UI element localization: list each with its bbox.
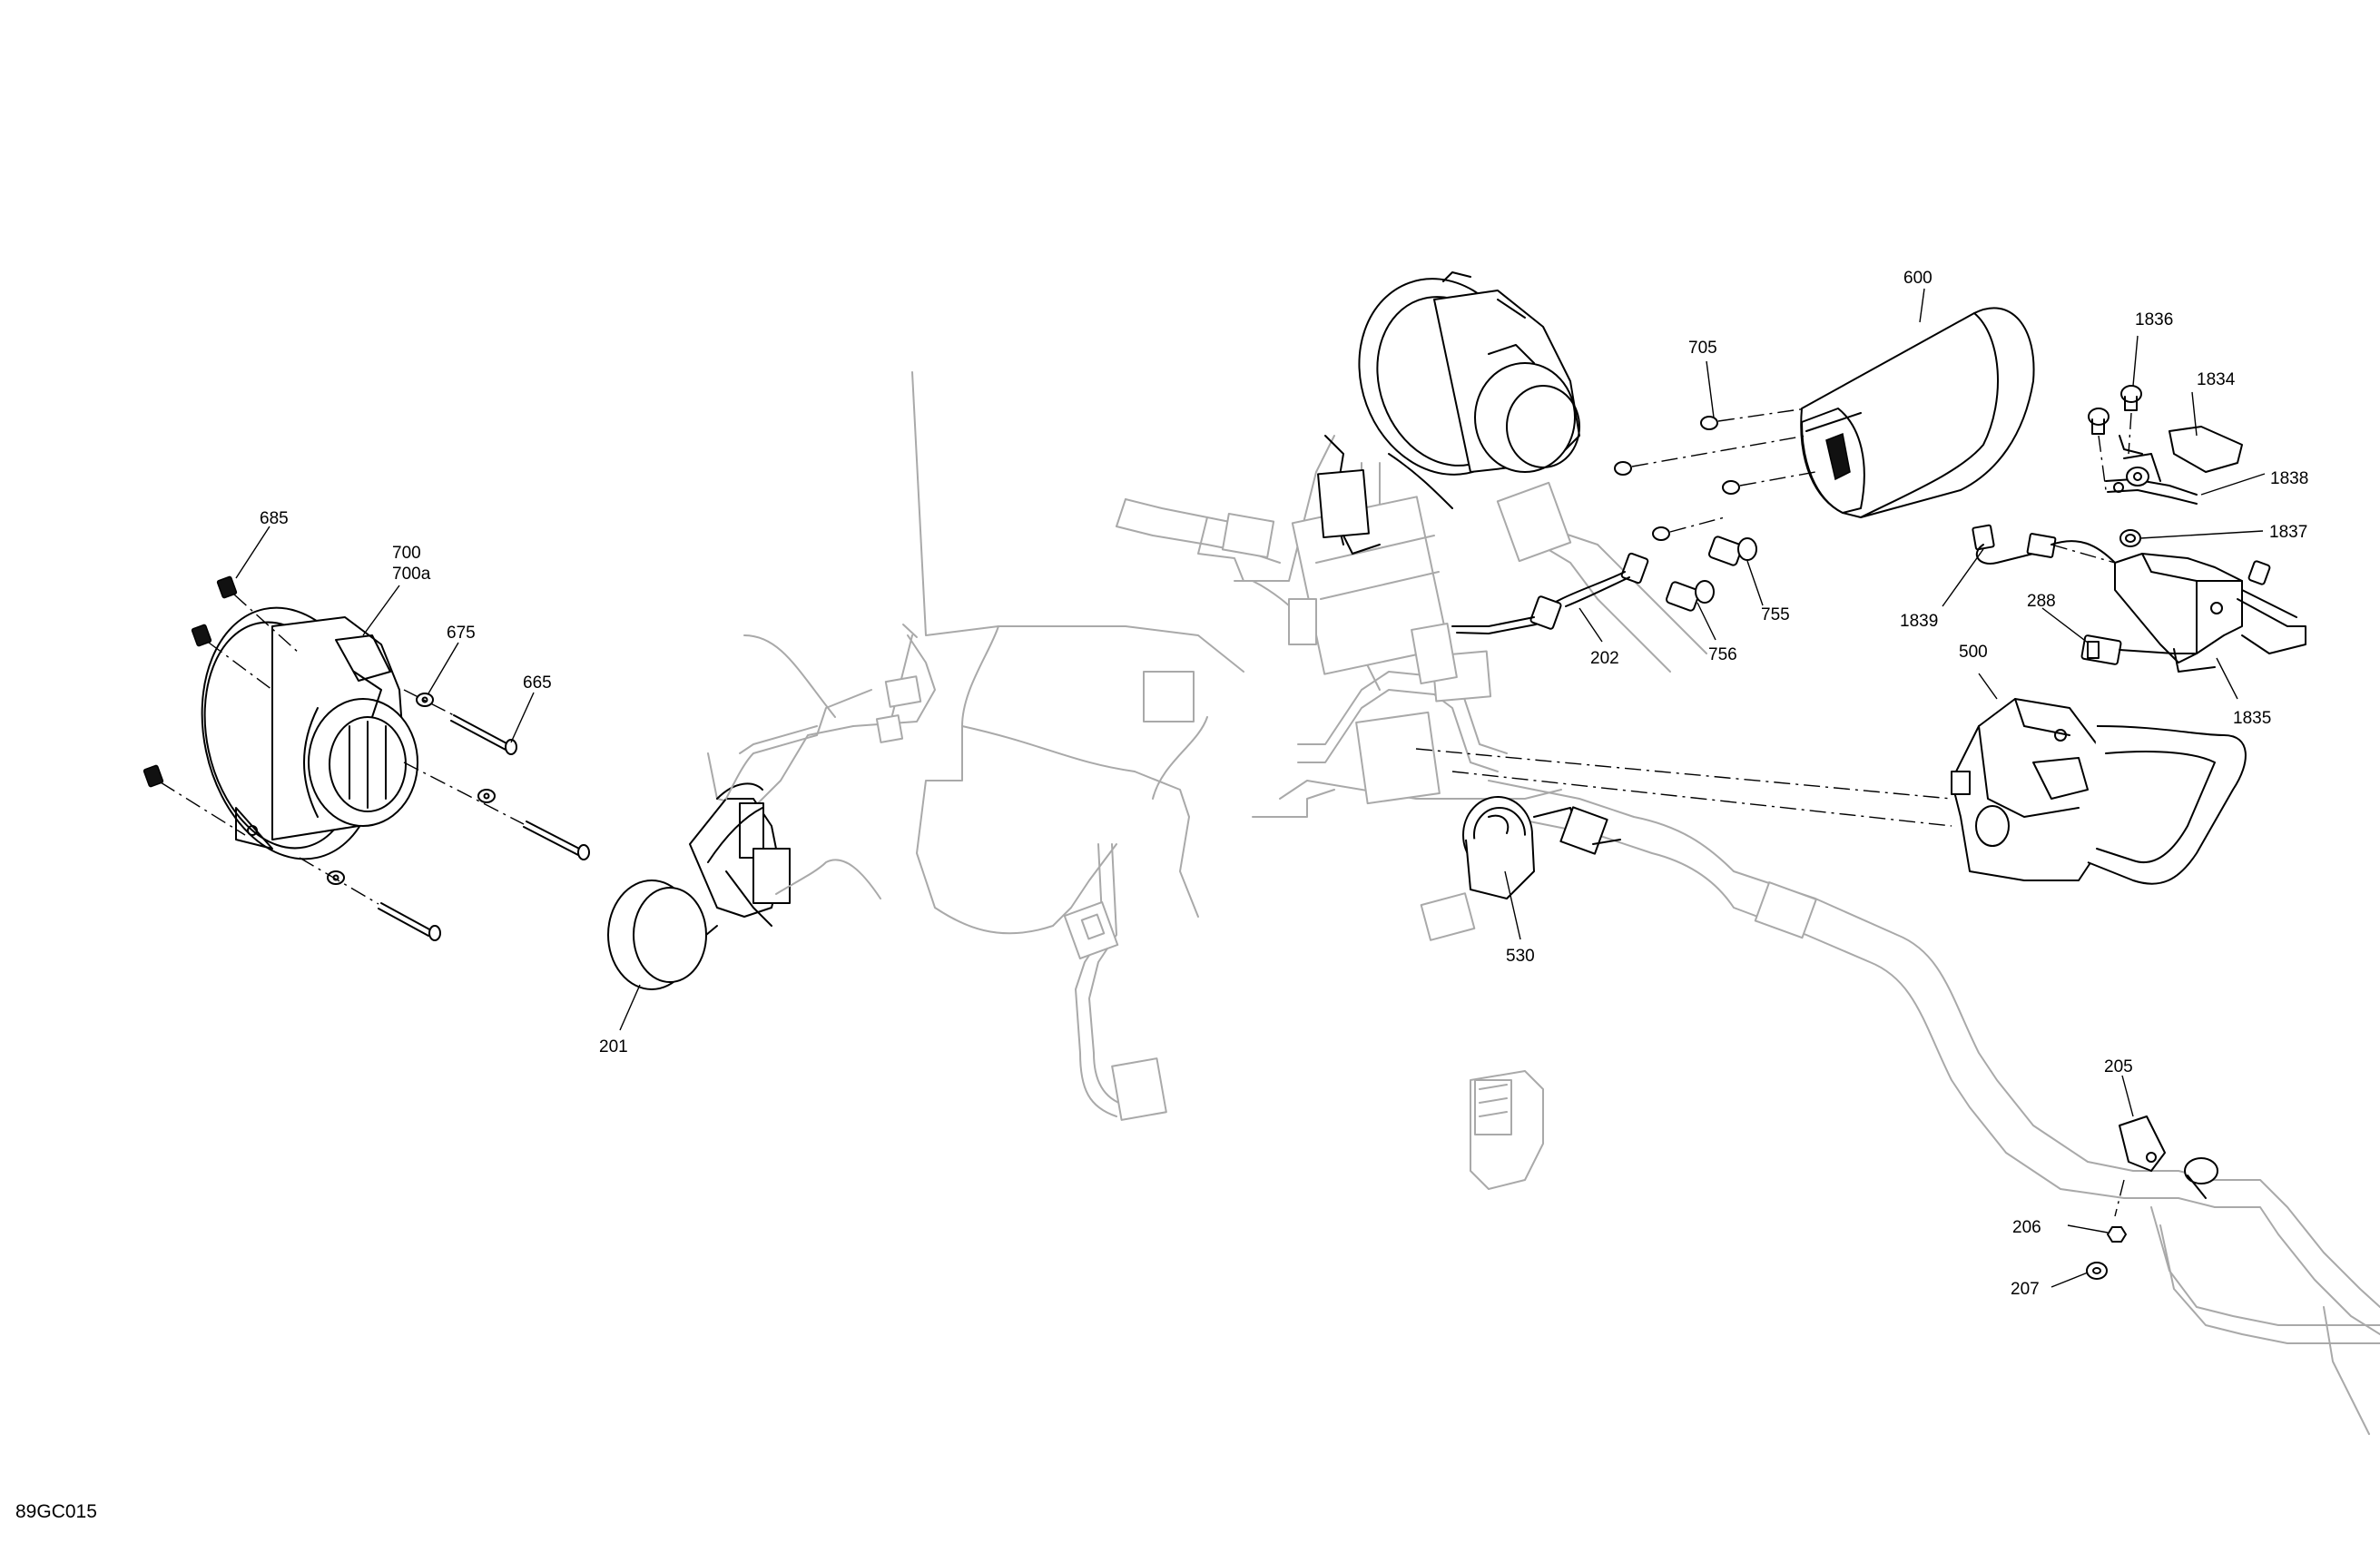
callout-206: 206 [2012,1218,2041,1237]
callout-1836: 1836 [2135,310,2173,329]
connector-288 [2080,634,2198,665]
callout-202: 202 [1590,649,1619,668]
callout-665: 665 [523,673,552,693]
callout-500: 500 [1959,643,1988,662]
callout-685: 685 [260,509,289,528]
bracket-205 [2114,1115,2218,1217]
callout-755: 755 [1761,605,1790,624]
callout-700: 700 [392,544,421,563]
screws-1836 [2088,385,2142,491]
handlebar-switch-500 [1951,698,2247,885]
washer-1837 [2119,529,2141,547]
headlight-right-mount [1317,435,1453,555]
callout-207: 207 [2011,1280,2040,1299]
nut-206 [2107,1226,2127,1243]
callout-1839: 1839 [1900,612,1938,631]
connectors-755-756 [1665,536,1757,612]
callout-288: 288 [2027,592,2056,611]
callout-756: 756 [1708,645,1737,664]
callout-205: 205 [2104,1057,2133,1076]
callout-201: 201 [599,1037,628,1057]
callout-600: 600 [1903,269,1933,288]
headlight-left [201,606,418,860]
horn-harness [725,689,881,899]
callout-1835: 1835 [2233,709,2271,728]
washer-207 [2086,1262,2108,1280]
drawing-code: 89GC015 [15,1501,97,1522]
harness-202 [1451,552,1649,634]
leader-lines [235,288,2266,1288]
callout-530: 530 [1506,947,1535,966]
clamp-1838 [2105,453,2198,505]
display-screws-705 [1614,408,1816,541]
harness-connectors [875,481,1817,1190]
callout-labels: 685 700 700a 675 665 201 600 705 1836 18… [15,269,2308,1522]
callout-1834: 1834 [2197,370,2236,389]
callout-700a: 700a [392,565,431,584]
fasteners-left [143,575,590,941]
headlight-right [1358,271,1580,476]
switch-500-leaders [1415,748,1952,827]
callout-705: 705 [1688,339,1717,358]
horn-201 [607,782,791,990]
callout-1837: 1837 [2269,523,2307,542]
ignition-switch-530 [1462,796,1621,899]
bracket-1834 [2119,426,2243,473]
display-600 [1800,307,2035,518]
perch-assembly-1835 [2114,553,2306,673]
callout-675: 675 [447,624,476,643]
callout-1838: 1838 [2270,469,2308,488]
harness-1839 [1972,524,2116,565]
